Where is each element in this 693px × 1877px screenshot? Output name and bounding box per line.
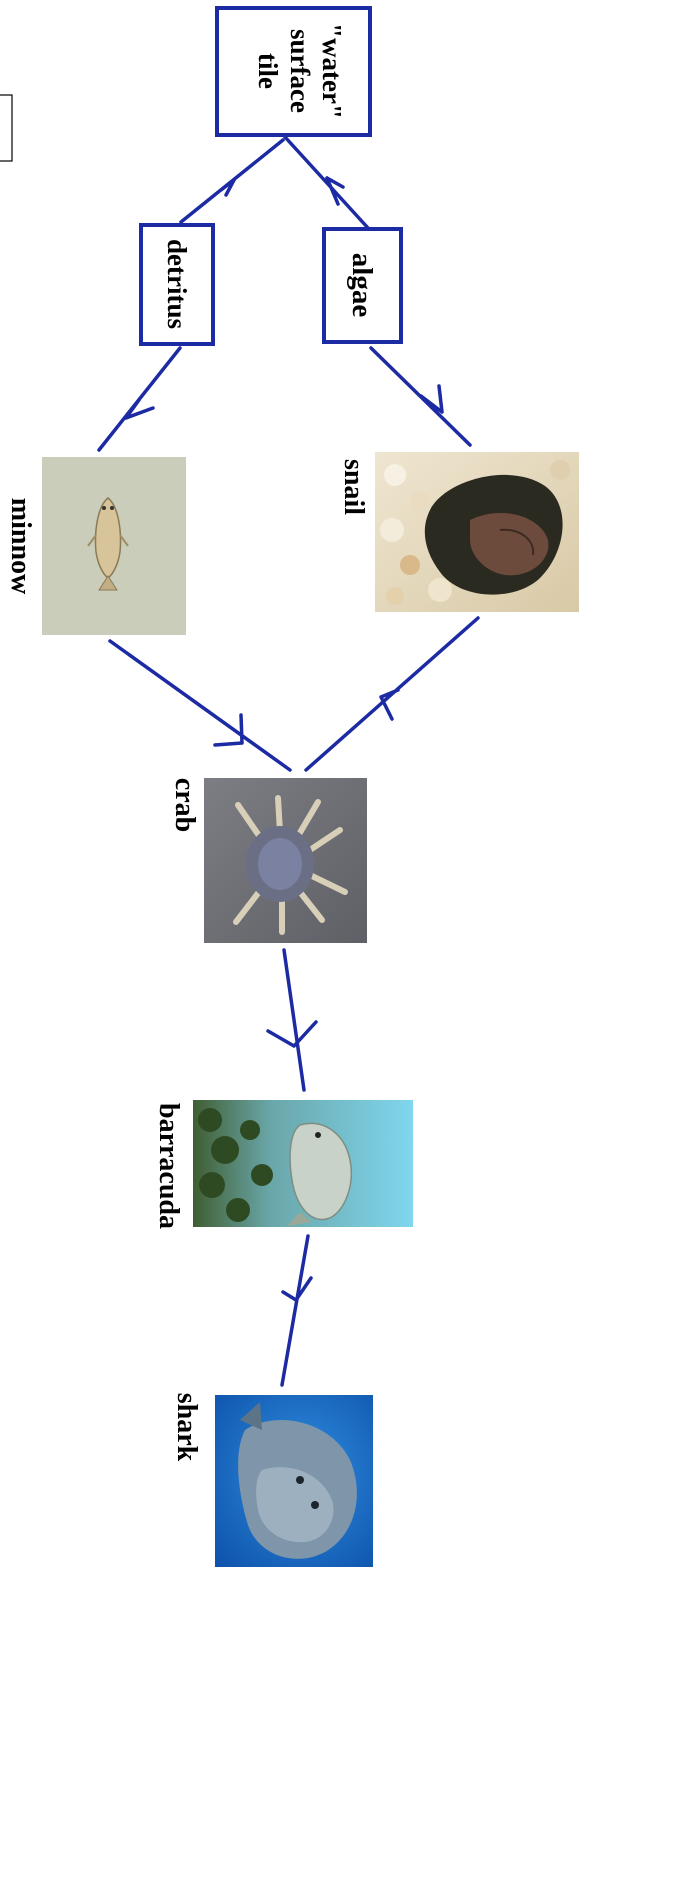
node-barracuda: barracuda xyxy=(153,1100,413,1229)
edge-minnow-to-crab xyxy=(110,641,290,770)
node-algae: algae xyxy=(324,229,401,342)
edge-water-to-detritus xyxy=(181,140,283,222)
node-crab: crab xyxy=(169,778,367,943)
node-detritus: detritus xyxy=(141,225,213,344)
detritus-label: detritus xyxy=(162,239,192,329)
shark-label: shark xyxy=(171,1393,202,1462)
minnow-photo xyxy=(42,457,186,635)
barracuda-label: barracuda xyxy=(153,1103,184,1229)
edge-barracuda-to-shark xyxy=(282,1236,311,1385)
barracuda-photo xyxy=(193,1100,413,1227)
edge-detritus-to-minnow xyxy=(99,348,180,450)
snail-photo xyxy=(375,452,579,612)
edge-snail-to-crab xyxy=(306,618,478,770)
node-snail: snail xyxy=(338,452,579,612)
water-tile-line-3: tile xyxy=(253,53,283,89)
algae-label: algae xyxy=(346,253,378,318)
snail-label: snail xyxy=(338,459,369,515)
node-shark: shark xyxy=(171,1393,373,1567)
cropped-frame xyxy=(0,95,12,161)
minnow-label: minnow xyxy=(5,498,36,595)
node-water-surface-tile: "water" surface tile xyxy=(217,8,370,135)
crab-photo xyxy=(204,778,367,943)
edge-crab-to-barracuda xyxy=(268,950,316,1090)
water-tile-line-1: "water" xyxy=(317,23,347,119)
water-tile-line-2: surface xyxy=(285,29,315,113)
crab-label: crab xyxy=(169,778,200,832)
node-minnow: minnow xyxy=(5,457,186,635)
edge-water-to-algae xyxy=(285,137,368,228)
edge-algae-to-snail xyxy=(371,348,470,445)
shark-photo xyxy=(215,1395,373,1567)
